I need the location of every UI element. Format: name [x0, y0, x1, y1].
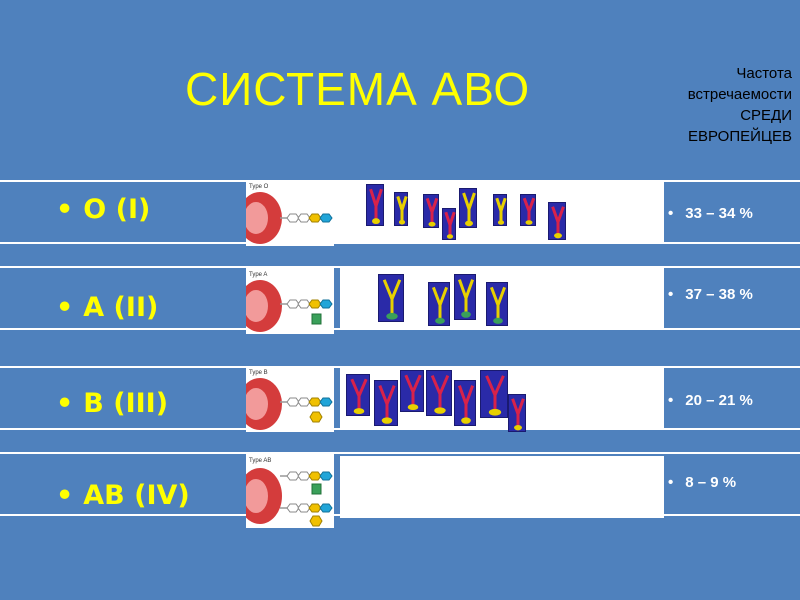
cell-image-type-b: Type B — [246, 366, 334, 432]
row-label-text: O (I) — [83, 194, 151, 225]
antibody-icon — [486, 282, 508, 326]
percent-o: •33 – 34 % — [668, 205, 753, 222]
greek-b: α — [631, 383, 650, 416]
row-label-a: •A (II) — [56, 292, 159, 323]
frequency-header: Частота встречаемости СРЕДИ ЕВРОПЕЙЦЕВ — [642, 63, 792, 147]
cell-image-type-o: Type O — [246, 180, 334, 246]
antibody-panel — [340, 456, 664, 518]
antibody-icon — [400, 370, 424, 412]
antibody-icon — [454, 380, 476, 426]
percent-b: •20 – 21 % — [668, 392, 753, 409]
slide-title: СИСТЕМА АВО — [185, 63, 531, 115]
type-label: Type AB — [249, 458, 271, 464]
percent-ab: •8 – 9 % — [668, 474, 737, 491]
greek-a: β — [632, 293, 650, 326]
antibody-icon — [459, 188, 477, 228]
antibody-icon — [346, 374, 370, 416]
antibody-icon — [426, 370, 452, 416]
antibody-icon — [520, 194, 536, 226]
row-label-text: AB (IV) — [83, 480, 190, 511]
antibody-icon — [454, 274, 476, 320]
row-label-text: B (III) — [83, 388, 169, 419]
percent-a: •37 – 38 % — [668, 286, 753, 303]
antibody-icon — [442, 208, 456, 240]
antibody-icon — [366, 184, 384, 226]
greek-o: αβ — [613, 194, 650, 227]
row-label-ab: •AB (IV) — [56, 480, 190, 511]
percent-text: 20 – 21 % — [685, 392, 753, 409]
antibody-icon — [548, 202, 566, 240]
row-label-text: A (II) — [83, 292, 159, 323]
frequency-header-line: Частота — [736, 65, 792, 82]
percent-text: 8 – 9 % — [685, 474, 737, 491]
antibody-icon — [378, 274, 404, 322]
antibody-icon — [428, 282, 450, 326]
antibody-icon — [394, 192, 408, 226]
frequency-header-line: СРЕДИ — [740, 107, 792, 124]
antibody-icon — [423, 194, 439, 228]
cell-image-type-ab: Type AB — [246, 454, 334, 528]
type-label: Type O — [249, 184, 269, 190]
row-label-o: •O (I) — [56, 194, 151, 225]
percent-text: 33 – 34 % — [685, 205, 753, 222]
antibody-icon — [508, 394, 526, 432]
frequency-header-line: встречаемости — [687, 86, 792, 103]
antibody-icon — [374, 380, 398, 426]
antibody-icon — [480, 370, 508, 418]
type-label: Type B — [249, 370, 268, 376]
antibody-icon — [493, 194, 507, 226]
row-label-b: •B (III) — [56, 388, 169, 419]
type-label: Type A — [249, 272, 267, 278]
percent-text: 37 – 38 % — [685, 286, 753, 303]
cell-image-type-a: Type A — [246, 268, 334, 334]
frequency-header-line: ЕВРОПЕЙЦЕВ — [687, 128, 792, 145]
